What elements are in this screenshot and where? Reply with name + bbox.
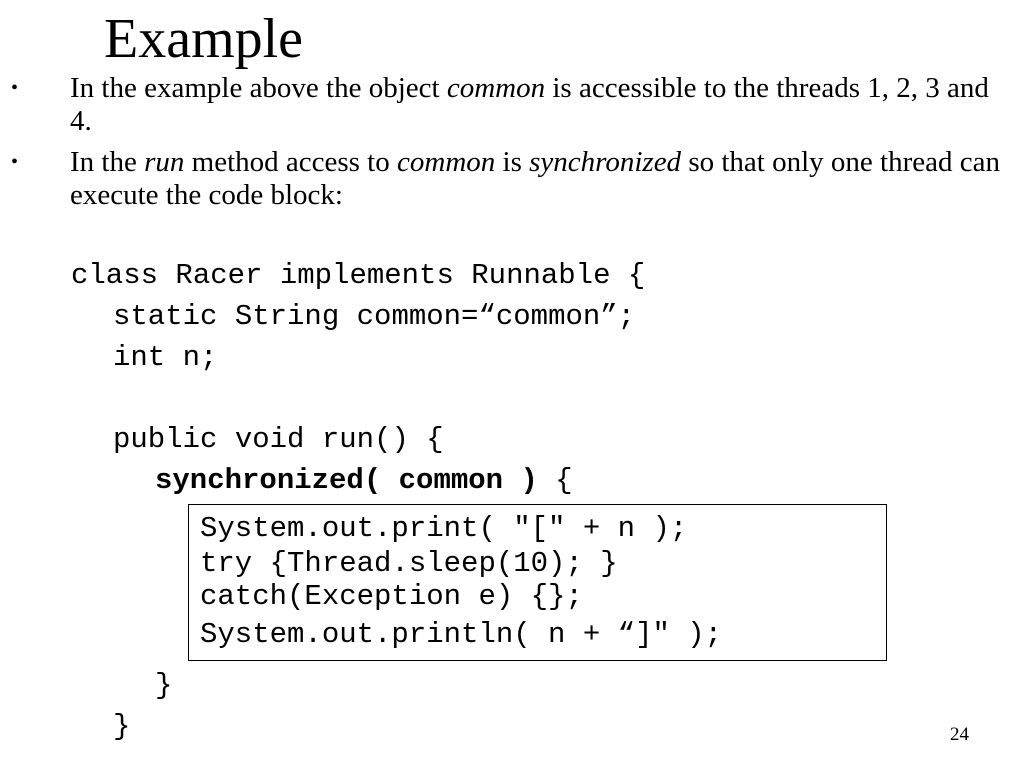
code-block-line: System.out.println( n + “]" ); bbox=[200, 618, 723, 651]
code-brace: { bbox=[537, 464, 573, 497]
bullet-marker: • bbox=[11, 151, 19, 173]
bullet-marker: • bbox=[11, 77, 19, 99]
bullet-text-segment: In the bbox=[70, 146, 145, 178]
slide-title: Example bbox=[104, 8, 304, 70]
code-line-close-method: } bbox=[113, 710, 131, 743]
code-line-static-field: static String common=“common”; bbox=[113, 300, 636, 333]
code-line-close-synchronized: } bbox=[155, 669, 173, 702]
bullet-text-emphasis: common bbox=[397, 146, 496, 178]
synchronized-code-block: System.out.print( "[" + n ); try {Thread… bbox=[188, 504, 887, 661]
bullet-text-segment: method access to bbox=[184, 146, 397, 178]
bullet-text-segment: is accessible to the threads 1, 2, 3 and… bbox=[70, 72, 989, 137]
page-number: 24 bbox=[950, 724, 969, 745]
bullet-text-emphasis: run bbox=[144, 146, 185, 178]
bullet-text-segment: In the example above the object bbox=[70, 72, 447, 104]
code-line-synchronized: synchronized( common ) { bbox=[155, 464, 573, 498]
code-line-run-method: public void run() { bbox=[113, 423, 444, 456]
code-block-line: System.out.print( "[" + n ); bbox=[200, 512, 688, 545]
code-block-line: try {Thread.sleep(10); } bbox=[200, 547, 618, 580]
bullet-text-emphasis: common bbox=[446, 72, 546, 104]
code-line-class-declaration: class Racer implements Runnable { bbox=[71, 259, 646, 292]
code-line-int-field: int n; bbox=[113, 341, 218, 374]
code-block-line: catch(Exception e) {}; bbox=[200, 580, 583, 613]
bullet-text-segment: so that only one thread can execute the … bbox=[70, 146, 1000, 211]
bullet-text: In the run method access to common is sy… bbox=[70, 146, 1010, 212]
bullet-text: In the example above the object common i… bbox=[70, 72, 1010, 138]
synchronized-keyword: synchronized( common ) bbox=[155, 464, 538, 497]
bullet-text-emphasis: synchronized bbox=[529, 146, 682, 178]
bullet-text-segment: is bbox=[495, 146, 530, 178]
